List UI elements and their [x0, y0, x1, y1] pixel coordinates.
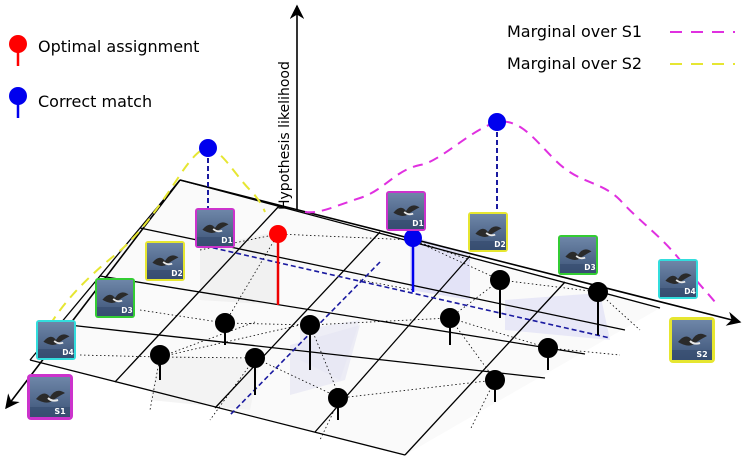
peak-s1-marker [488, 113, 506, 131]
axis-s2 [179, 179, 742, 326]
marginal-s1-curve [304, 120, 716, 303]
axis-s1 [5, 179, 181, 410]
legend-right: Marginal over S1 Marginal over S2 [507, 22, 735, 73]
svg-text:D1: D1 [221, 236, 232, 245]
svg-text:D3: D3 [121, 306, 132, 315]
thumb-left-d1: D1 [195, 208, 235, 248]
thumb-right-d4: D4 [658, 259, 698, 299]
thumb-right-s2: S2 [669, 317, 715, 363]
legend-s1-label: Marginal over S1 [507, 22, 642, 41]
peak-s2-marker [199, 139, 217, 157]
thumb-right-d1: D1 [386, 191, 426, 231]
optimal-legend-icon [9, 35, 27, 53]
hypothesis-nodes [150, 225, 608, 420]
legend-correct-label: Correct match [38, 92, 152, 111]
optimal-node [269, 225, 287, 243]
thumb-left-s1: S1 [27, 374, 73, 420]
thumb-left-d2: D2 [145, 241, 185, 281]
svg-text:D4: D4 [684, 287, 695, 296]
legend-left: Optimal assignment Correct match [9, 35, 199, 118]
svg-text:D2: D2 [494, 240, 505, 249]
svg-text:D4: D4 [62, 348, 73, 357]
svg-text:D3: D3 [584, 263, 595, 272]
svg-text:D2: D2 [171, 269, 182, 278]
correct-node [404, 229, 422, 247]
svg-text:D1: D1 [412, 219, 423, 228]
svg-text:S1: S1 [54, 407, 66, 416]
right-thumbnails: D1 D2 D3 D4 S2 [386, 191, 715, 363]
correct-legend-icon [9, 87, 27, 105]
legend-s2-label: Marginal over S2 [507, 54, 642, 73]
thumb-left-d3: D3 [95, 278, 135, 318]
thumb-right-d2: D2 [468, 212, 508, 252]
svg-text:S2: S2 [696, 350, 707, 359]
left-thumbnails: S1 D4 D3 D2 D1 [27, 208, 235, 420]
legend-optimal-label: Optimal assignment [38, 37, 199, 56]
thumb-right-d3: D3 [558, 235, 598, 275]
thumb-left-d4: D4 [36, 320, 76, 360]
axes [5, 4, 742, 410]
vertical-axis-label: Hypothesis likelihood [277, 61, 293, 210]
marginal-s2-curve [49, 146, 266, 326]
